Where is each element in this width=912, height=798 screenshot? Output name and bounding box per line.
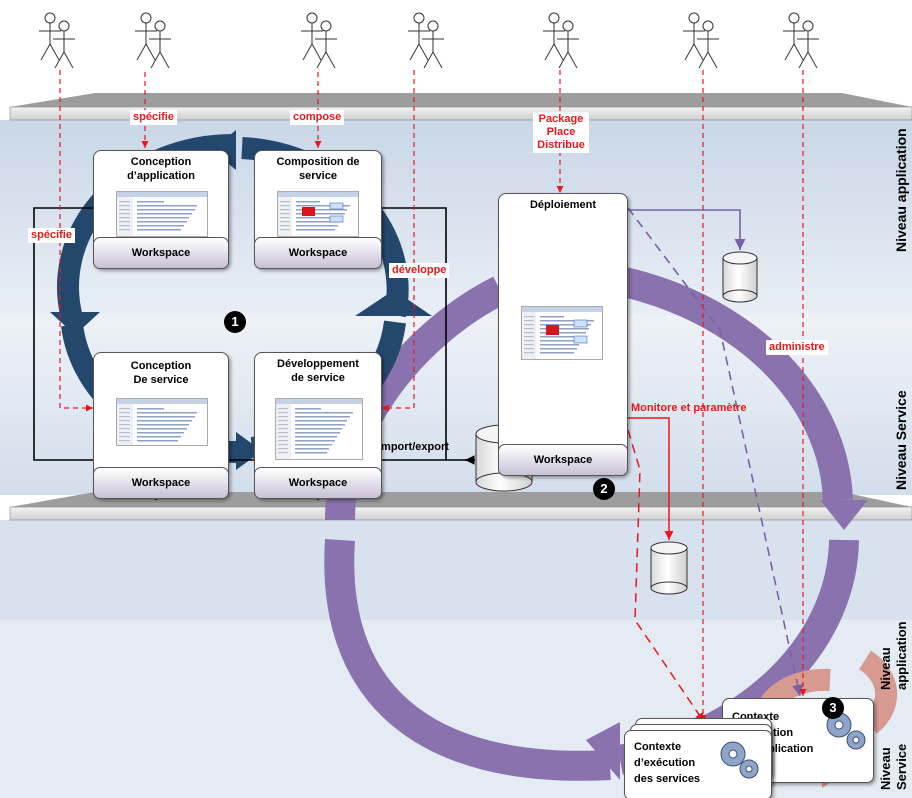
workspace-button[interactable]: Workspace xyxy=(93,237,229,269)
marker-1: 1 xyxy=(224,311,246,333)
workspace-button[interactable]: Workspace xyxy=(93,467,229,499)
card-composition-service[interactable]: Composition de service Workspace xyxy=(254,150,382,269)
label-monitore: Monitore et paramètre xyxy=(631,402,747,414)
card-title: Conception De service xyxy=(130,360,192,386)
actor-icon xyxy=(543,12,579,69)
label-exec-niveau-service: Niveau Service xyxy=(878,744,910,790)
label-import-export: Import/export xyxy=(378,441,449,453)
workspace-button[interactable]: Workspace xyxy=(498,444,628,476)
actor-icon xyxy=(783,12,819,69)
label-compose: compose xyxy=(290,110,345,125)
label-distribue: Distribue xyxy=(537,139,585,151)
card-title: Déploiement xyxy=(529,199,596,211)
label-specifie-left: spécifie xyxy=(28,228,75,243)
label-line: Service xyxy=(894,743,909,790)
actor-icon xyxy=(135,12,171,69)
gears-icon xyxy=(720,741,759,779)
card-conception-application[interactable]: Conception d’application Workspace xyxy=(93,150,229,269)
monitor-links xyxy=(627,417,705,723)
card-conception-service[interactable]: Conception De service Workspace xyxy=(93,352,229,499)
card-title: Conception d’application xyxy=(127,156,195,182)
workspace-button[interactable]: Workspace xyxy=(254,467,382,499)
deployment-links xyxy=(627,207,804,697)
label-package: Package xyxy=(538,113,584,125)
editor-screenshot xyxy=(116,191,208,237)
label-line: application xyxy=(894,621,909,690)
composer-screenshot xyxy=(277,191,359,237)
card-deploiement[interactable]: Déploiement Workspace xyxy=(498,193,628,476)
editor-screenshot xyxy=(116,398,208,446)
label-specifie-top: spécifie xyxy=(130,110,177,125)
top-platform-edge xyxy=(9,106,912,121)
ctx-line: d’exécution xyxy=(634,757,696,769)
gears-icon xyxy=(826,712,866,750)
card-title: Composition de service xyxy=(276,156,360,182)
top-platform xyxy=(10,93,912,107)
workspace-button[interactable]: Workspace xyxy=(254,237,382,269)
card-title: Développement de service xyxy=(277,358,359,384)
ctx-line: Contexte xyxy=(634,741,682,753)
deployment-screenshot xyxy=(521,306,603,360)
actor-icon xyxy=(39,12,75,69)
deployment-repository xyxy=(722,251,758,303)
bottom-platform-edge xyxy=(9,506,912,521)
bottom-platform xyxy=(10,492,912,507)
actors xyxy=(39,12,819,69)
actor-icon xyxy=(408,12,444,69)
label-niveau-application: Niveau application xyxy=(893,128,909,252)
actor-icon xyxy=(683,12,719,69)
actor-icon xyxy=(301,12,337,69)
label-developpe: développe xyxy=(389,263,450,278)
label-niveau-service: Niveau Service xyxy=(893,390,909,490)
ide-screenshot xyxy=(275,398,363,460)
monitoring-store xyxy=(650,541,688,595)
marker-2: 2 xyxy=(593,478,615,500)
ctx-line: des services xyxy=(634,773,701,785)
marker-3: 3 xyxy=(822,697,844,719)
label-line: Niveau xyxy=(878,647,893,690)
label-exec-niveau-application: Niveau application xyxy=(878,621,910,690)
label-package-place-distribue: Package Place Distribue xyxy=(533,112,589,153)
label-administre: administre xyxy=(766,340,828,355)
label-line: Niveau xyxy=(878,747,893,790)
exec-application-band xyxy=(0,520,912,620)
label-place: Place xyxy=(546,126,576,138)
context-services-label: Contexte d’exécution des services xyxy=(634,739,700,787)
card-developpement-service[interactable]: Développement de service Workspace xyxy=(254,352,382,499)
context-services[interactable]: Contexte d’exécution des services xyxy=(624,730,772,798)
